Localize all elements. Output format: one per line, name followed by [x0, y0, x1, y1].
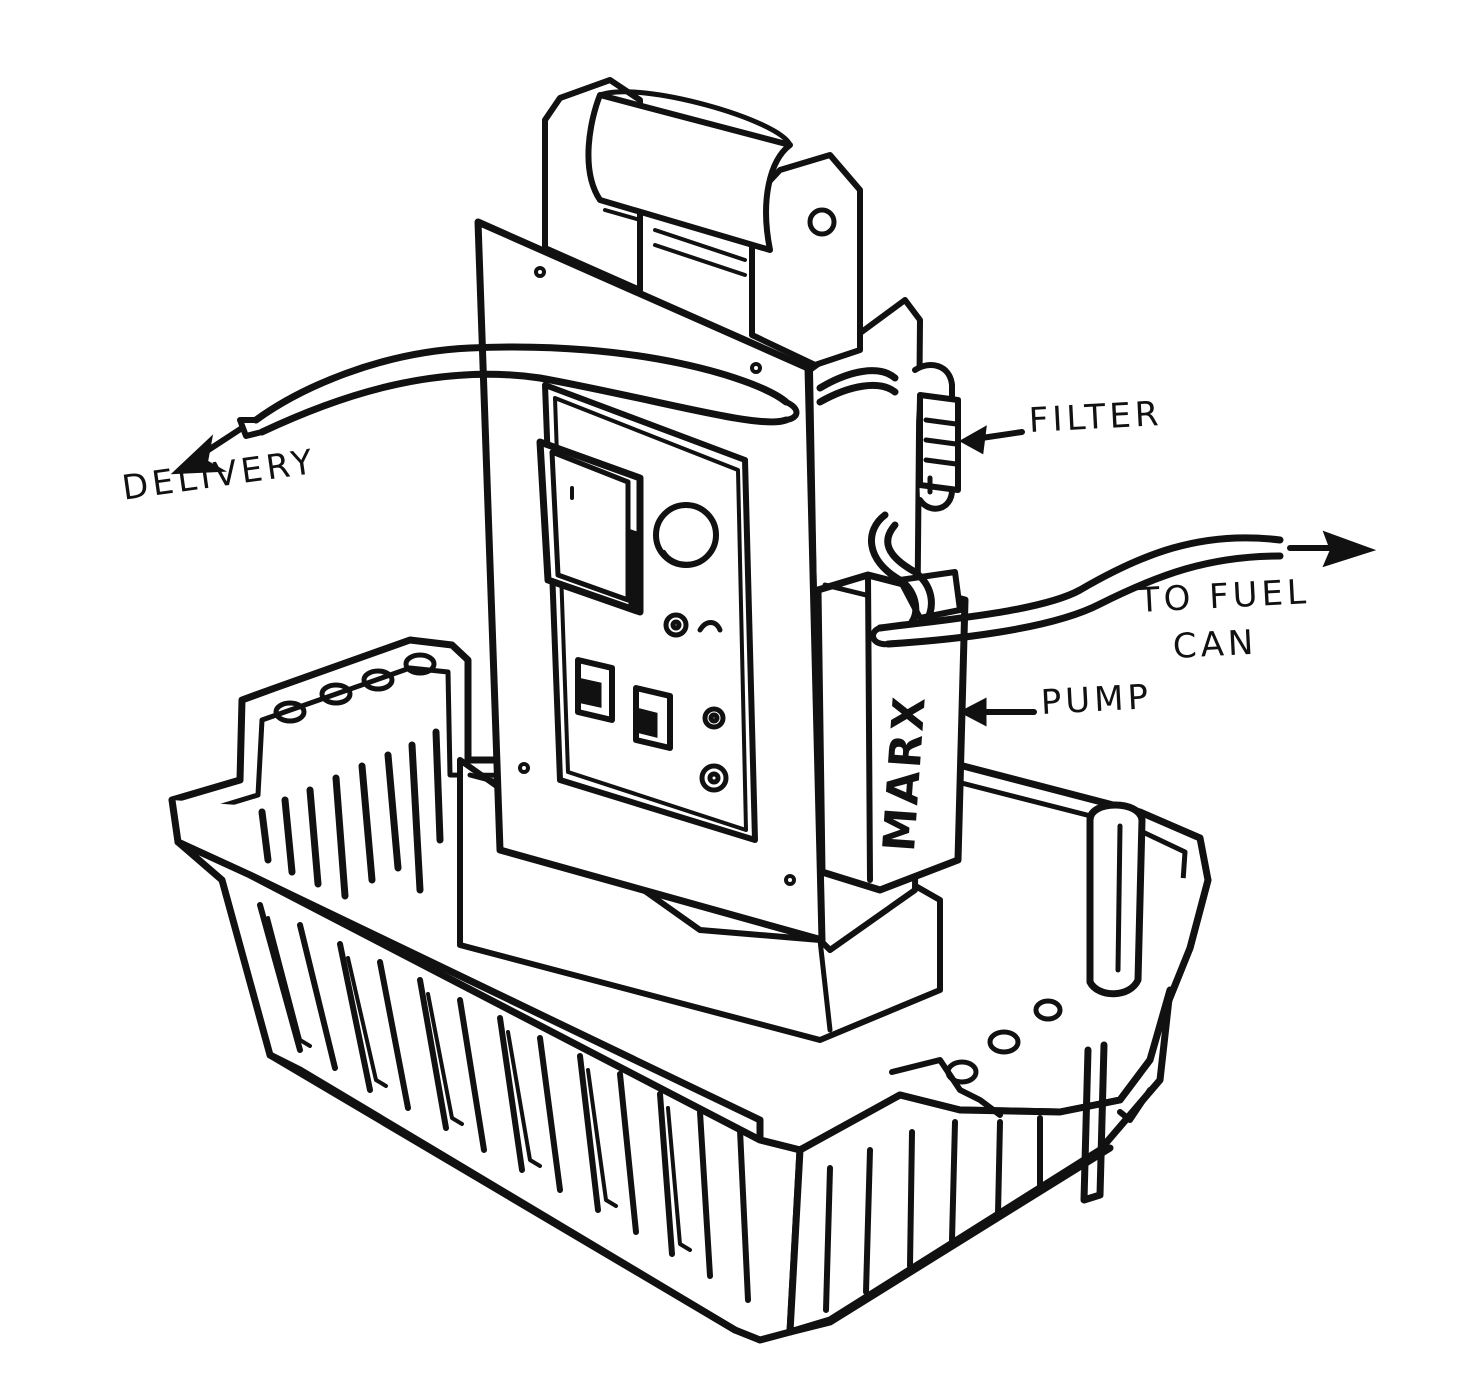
carry-handle: [542, 77, 863, 368]
slide-switches: [575, 657, 673, 751]
tray-front-ribs: [257, 902, 751, 1303]
locating-post: [1080, 801, 1146, 1204]
power-switch: [536, 438, 644, 616]
fuel-can-hose: [816, 367, 1377, 648]
tray-front-rib-shadows: [266, 916, 692, 1252]
pump-label: PUMP: [1039, 677, 1154, 723]
control-knob: [653, 502, 719, 568]
delivery-hose: [170, 343, 800, 475]
pump-brand-text: MARX: [874, 692, 936, 854]
tray-inner-ribs: [258, 728, 444, 900]
pump-box: [814, 569, 969, 894]
indicator-jacks: [663, 612, 729, 793]
tray-side-ribs: [823, 1087, 1153, 1313]
pump-pointer: [958, 697, 1037, 727]
to-fuel-can-label-line2: CAN: [1171, 622, 1259, 667]
filter-pointer: [958, 425, 1025, 455]
filter-label: FILTER: [1027, 394, 1164, 441]
to-fuel-can-label-line1: TO FUEL: [1137, 572, 1311, 621]
filter-unit: [912, 362, 961, 512]
tray-holes-left: [273, 652, 437, 724]
